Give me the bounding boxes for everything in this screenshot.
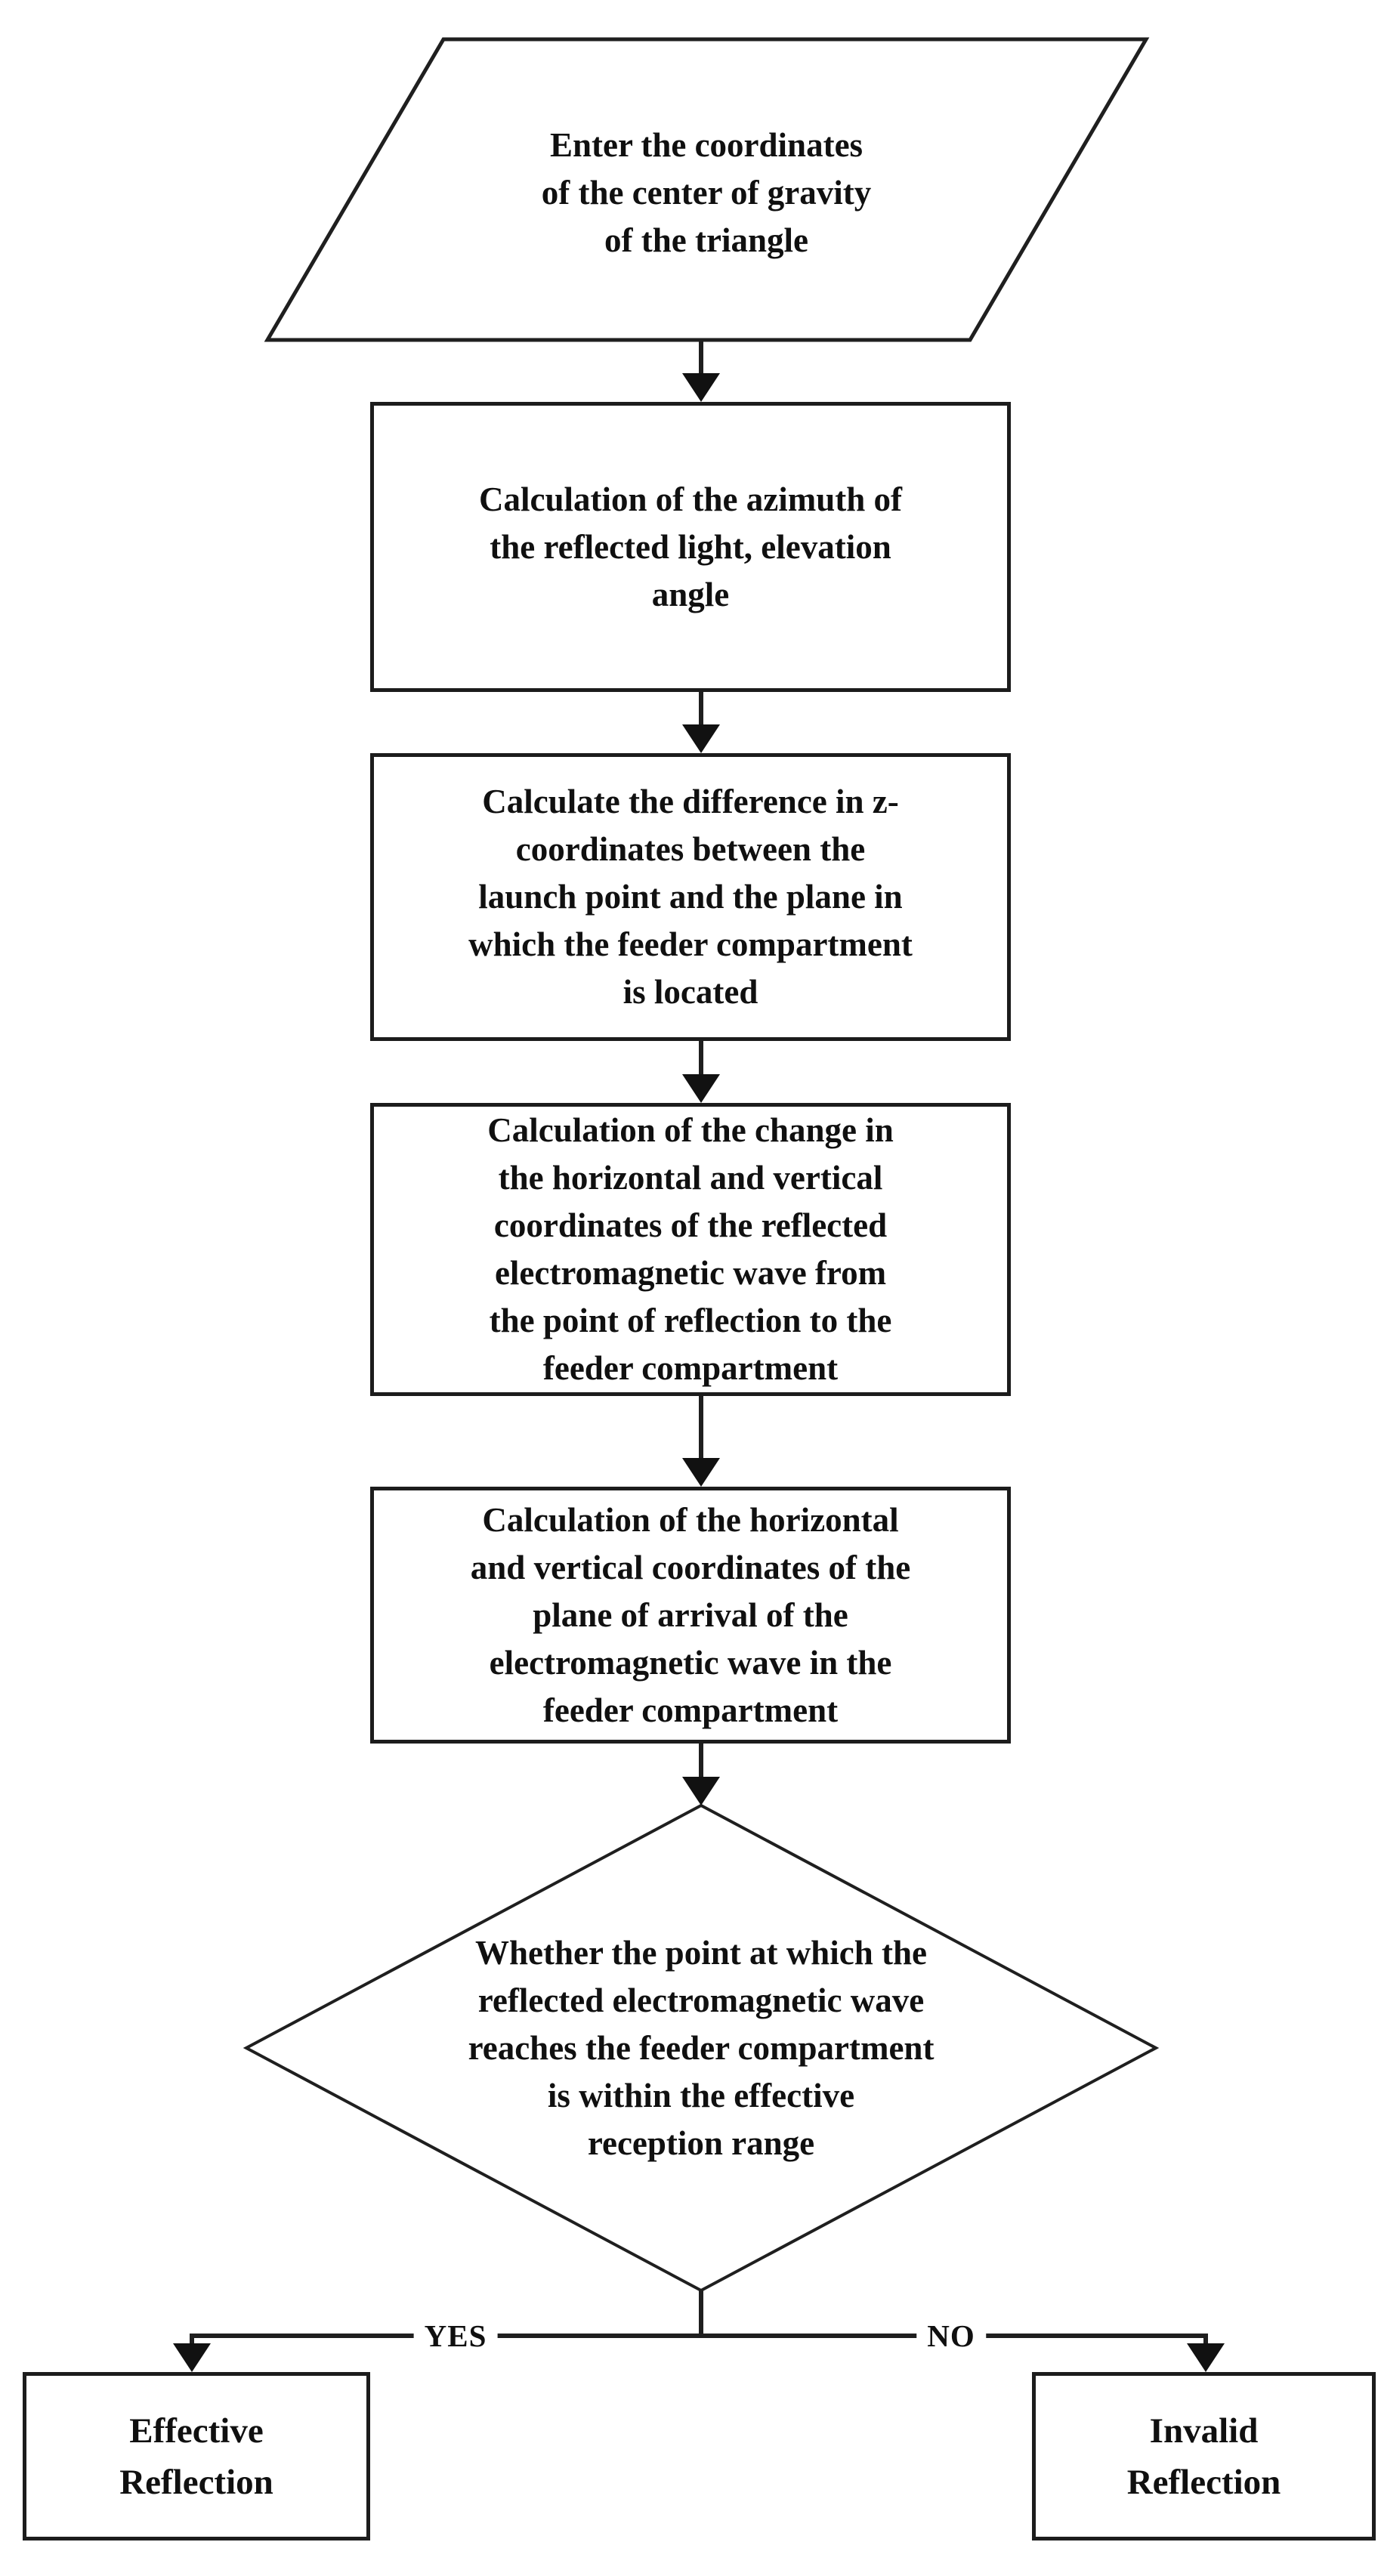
arrow-down-icon [682, 373, 720, 402]
arrow-down-icon [682, 1458, 720, 1487]
arrow-down-icon [173, 2343, 211, 2372]
arrow-down-icon [682, 724, 720, 753]
input-parallelogram-shape [264, 37, 1150, 342]
node-calc-z-difference: Calculate the difference in z-coordinate… [370, 753, 1011, 1041]
arrow-down-icon [682, 1777, 720, 1805]
arrow-down-icon [682, 1074, 720, 1103]
arrow-down-icon [1187, 2343, 1225, 2372]
node-calc-z-difference-text: Calculate the difference in z-coordinate… [468, 783, 913, 1011]
yes-branch-label: YES [413, 2318, 498, 2354]
no-branch-label: NO [916, 2318, 986, 2354]
